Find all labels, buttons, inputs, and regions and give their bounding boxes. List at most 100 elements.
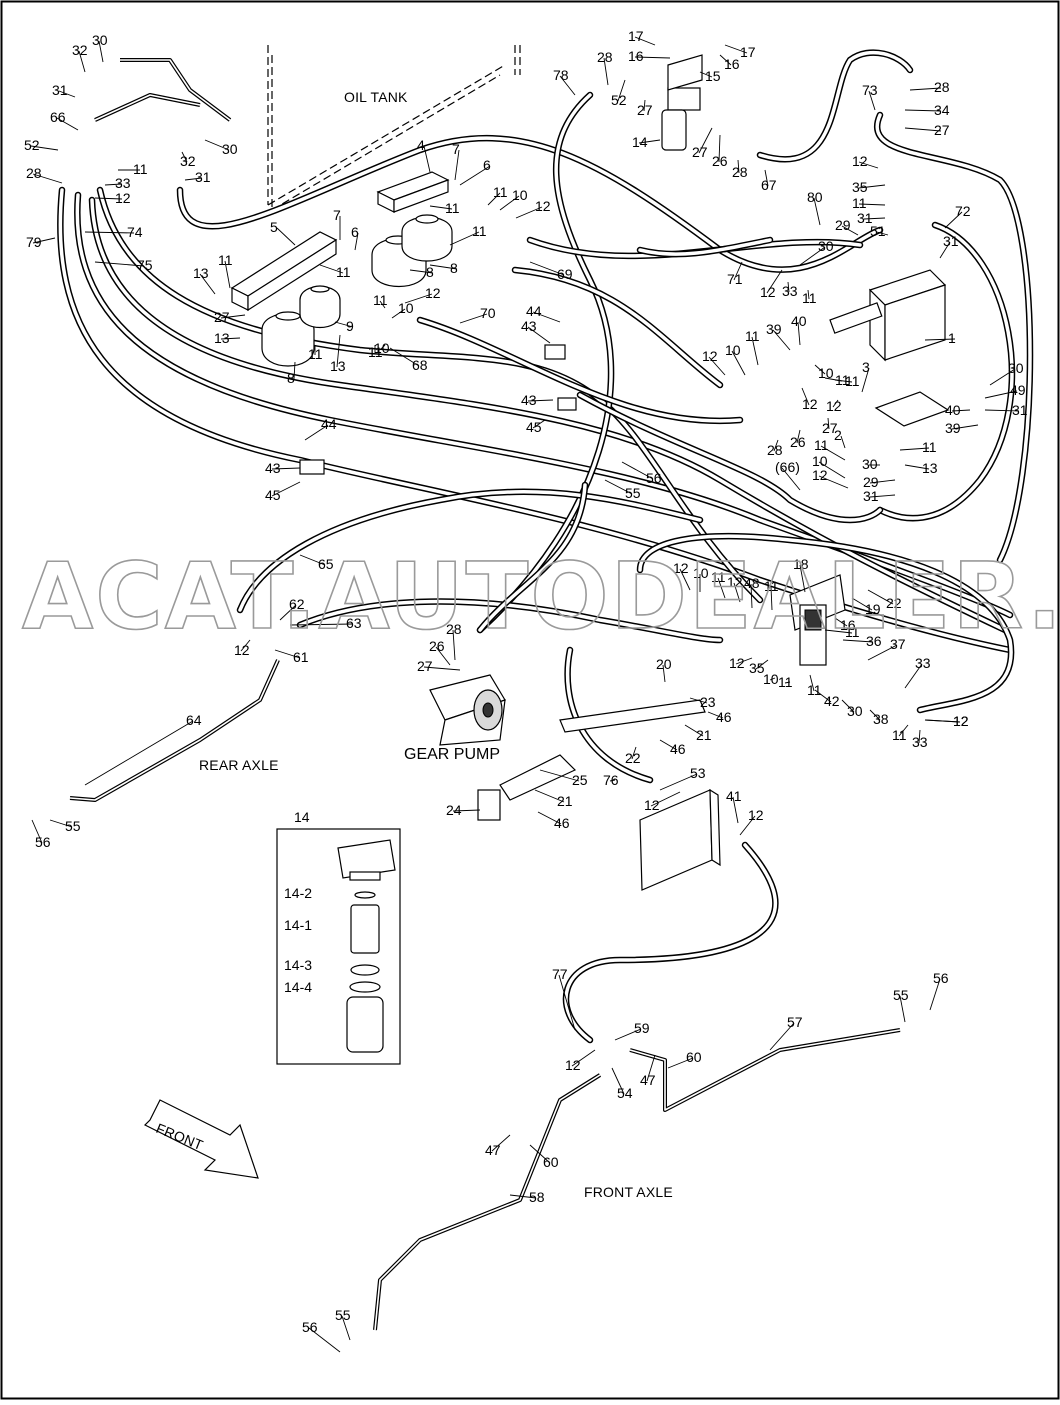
part-callout: 28 bbox=[446, 621, 462, 637]
leader-line bbox=[308, 1327, 341, 1353]
part-callout: 12 bbox=[115, 190, 131, 206]
part-callout: 10 bbox=[398, 300, 414, 316]
part-callout: 28 bbox=[732, 164, 748, 180]
part-callout: 30 bbox=[818, 238, 834, 254]
part-callout: 12 bbox=[812, 467, 828, 483]
leader-line bbox=[717, 577, 726, 599]
part-callout: 28 bbox=[26, 165, 42, 181]
part-callout: 13 bbox=[214, 330, 230, 346]
part-callout: 72 bbox=[955, 203, 971, 219]
part-callout: 75 bbox=[137, 257, 153, 273]
leader-line bbox=[181, 151, 188, 163]
leader-line bbox=[951, 424, 979, 430]
leader-line bbox=[984, 390, 1018, 399]
part-callout: 69 bbox=[557, 266, 573, 282]
part-callout: 31 bbox=[195, 169, 211, 185]
leader-line bbox=[527, 326, 551, 344]
leader-line bbox=[731, 350, 746, 376]
leader-line bbox=[832, 399, 839, 408]
part-callout: 27 bbox=[214, 309, 230, 325]
leader-line bbox=[276, 227, 296, 246]
leader-lines bbox=[30, 36, 1020, 1353]
part-callout: 10 bbox=[812, 453, 828, 469]
leader-line bbox=[341, 1315, 351, 1341]
part-callout: 11 bbox=[493, 184, 508, 200]
leader-line bbox=[94, 197, 123, 200]
leader-line bbox=[650, 791, 681, 807]
leader-line bbox=[814, 364, 826, 375]
part-callout: 11 bbox=[852, 195, 867, 211]
leader-line bbox=[858, 203, 886, 206]
part-callout: 70 bbox=[480, 305, 496, 321]
part-callout: 68 bbox=[412, 357, 428, 373]
leader-line bbox=[617, 79, 626, 102]
leader-line bbox=[989, 368, 1016, 386]
part-callout: 11 bbox=[802, 290, 817, 306]
part-callout: 12 bbox=[644, 797, 660, 813]
part-callout: 41 bbox=[726, 788, 742, 804]
leader-line bbox=[904, 127, 942, 132]
part-callout: 11 bbox=[472, 223, 487, 239]
part-callout: 45 bbox=[265, 487, 281, 503]
leader-line bbox=[809, 674, 815, 692]
leader-line bbox=[858, 161, 879, 169]
clamp-43c bbox=[557, 397, 577, 411]
leader-line bbox=[529, 1144, 551, 1164]
leader-line bbox=[867, 644, 898, 661]
part-callout: 11 bbox=[745, 328, 760, 344]
leader-line bbox=[529, 261, 565, 276]
leader-line bbox=[796, 429, 801, 444]
leader-line bbox=[909, 87, 942, 91]
leader-line bbox=[404, 293, 433, 304]
inset-part-14-2: 14-2 bbox=[284, 885, 312, 901]
leader-line bbox=[939, 241, 951, 259]
leader-line bbox=[858, 184, 886, 189]
leader-line bbox=[609, 779, 616, 782]
leader-line bbox=[380, 344, 386, 350]
part-callout: 12 bbox=[673, 560, 689, 576]
part-callout: 12 bbox=[535, 198, 551, 214]
leader-line bbox=[646, 1054, 656, 1082]
leader-line bbox=[769, 1022, 795, 1051]
leader-line bbox=[515, 206, 543, 219]
part-callout: 58 bbox=[529, 1189, 545, 1205]
part-callout: 73 bbox=[862, 82, 878, 98]
accumulator-9 bbox=[299, 285, 341, 328]
part-callout: 8 bbox=[287, 370, 295, 386]
inset-title: 14 bbox=[294, 809, 310, 825]
part-callout: 12 bbox=[953, 713, 969, 729]
leader-line bbox=[391, 308, 406, 319]
leader-line bbox=[31, 819, 43, 844]
leader-line bbox=[634, 36, 656, 46]
leader-line bbox=[869, 479, 896, 484]
leader-line bbox=[699, 71, 713, 78]
leader-line bbox=[841, 699, 855, 713]
leader-line bbox=[899, 995, 906, 1023]
part-callout: 46 bbox=[716, 709, 732, 725]
part-callout: 80 bbox=[807, 189, 823, 205]
part-callout: 76 bbox=[603, 772, 619, 788]
bracket-plate bbox=[874, 391, 950, 427]
part-callout: 26 bbox=[790, 434, 806, 450]
leader-line bbox=[679, 568, 691, 591]
leader-line bbox=[784, 681, 791, 684]
part-callout: 31 bbox=[863, 488, 879, 504]
part-callout: 5 bbox=[270, 219, 278, 235]
part-callout: 56 bbox=[933, 970, 949, 986]
leader-line bbox=[537, 811, 562, 825]
part-callout: 30 bbox=[1008, 360, 1024, 376]
part-callout: 66 bbox=[50, 109, 66, 125]
part-callout: 57 bbox=[787, 1014, 803, 1030]
leader-line bbox=[689, 697, 708, 704]
leader-line bbox=[861, 367, 870, 393]
inset-part-14-1: 14-1 bbox=[284, 917, 312, 933]
part-callout: 2 bbox=[834, 427, 842, 443]
part-callout: 27 bbox=[637, 102, 653, 118]
leader-line bbox=[423, 145, 431, 173]
leader-line bbox=[532, 419, 546, 429]
part-callout: 11 bbox=[445, 200, 460, 216]
leader-line bbox=[32, 173, 63, 184]
part-callout: 27 bbox=[822, 420, 838, 436]
part-callout: 12 bbox=[748, 807, 764, 823]
leader-line bbox=[732, 796, 739, 824]
